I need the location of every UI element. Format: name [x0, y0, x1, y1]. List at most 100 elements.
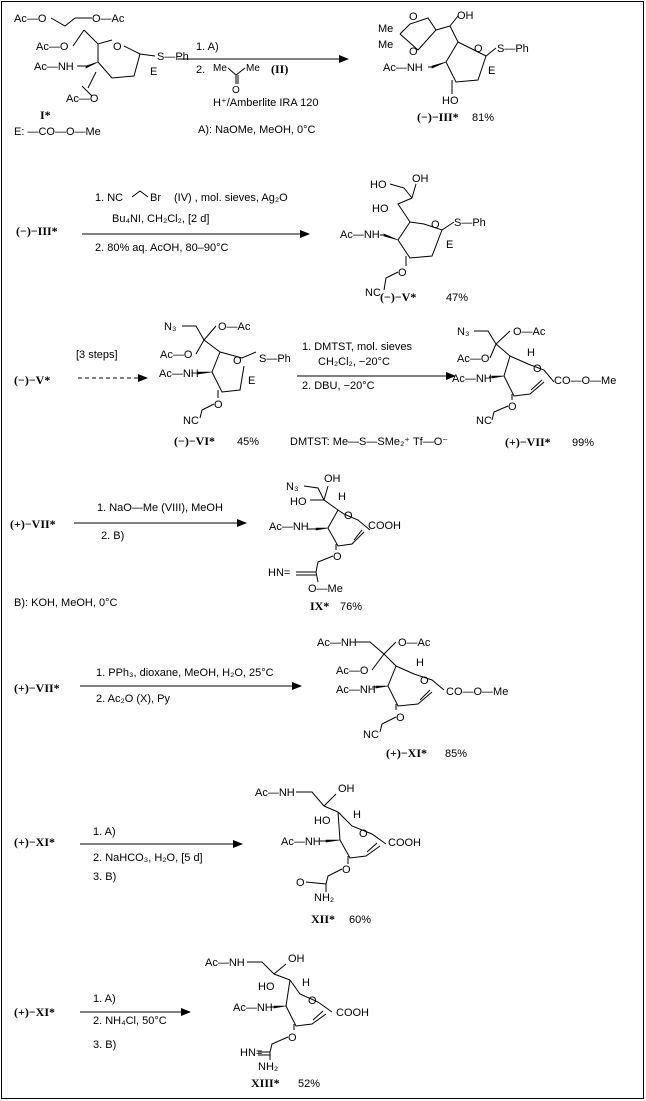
ring-hydrogen: H [353, 809, 361, 821]
condition-line: 3. B) [93, 1039, 116, 1051]
group-label: E [248, 375, 255, 387]
acetone-methyl: Me [213, 63, 227, 74]
compound-label: (+)−VII* [10, 517, 56, 531]
group-label: COOH [336, 1007, 369, 1019]
group-label: Ac—NH [281, 836, 321, 848]
group-label: S—Ph [497, 43, 529, 55]
condition-line: (IV) , mol. sieves, Ag₂O [174, 192, 288, 204]
reaction-2: (−)−III* 1. NC Br (IV) , mol. sieves, Ag… [16, 173, 486, 304]
reaction-4: (+)−VII* 1. NaO—Me (VIII), MeOH 2. B) B)… [10, 473, 401, 613]
compound-label: (−)−III* [16, 224, 58, 238]
group-label: Ac—O [36, 41, 69, 53]
group-label: NC [476, 415, 492, 427]
reagent-definition: DMTST: Me—S—SMe₂⁺ Tf—O⁻ [290, 436, 448, 448]
yield: 85% [445, 748, 467, 760]
compound-XII-structure: Ac—NH OH HO H O COOH Ac—NH O O NH₂ XII* … [255, 783, 421, 926]
group-label: Ac—NH [340, 229, 380, 241]
condition-line: H⁺/Amberlite IRA 120 [213, 97, 318, 109]
group-label: HO [258, 981, 275, 993]
reaction-7: (+)−XI* 1. A) 2. NH₄Cl, 50°C 3. B) Ac—NH… [14, 953, 369, 1090]
compound-XI-structure: Ac—NH O—Ac Ac—O H O CO—O—Me Ac—NH O NC (… [317, 637, 508, 760]
group-label: E [446, 239, 453, 251]
reagent-definition: A): NaOMe, MeOH, 0°C [198, 124, 316, 136]
acetone-methyl: Me [246, 63, 260, 74]
group-label: NH₂ [314, 892, 334, 904]
condition-line: 2. NaHCO₃, H₂O, [5 d] [93, 852, 203, 864]
ring-hydrogen: H [338, 491, 346, 503]
condition-line: [3 steps] [76, 349, 118, 361]
compound-label: I* [40, 108, 51, 122]
group-label: HO [290, 496, 307, 508]
compound-VI-structure: N₃ O—Ac Ac—O O S—Ph E Ac—NH O NC (−)−VI*… [159, 321, 291, 448]
reagent-definition: B): KOH, MeOH, 0°C [14, 597, 117, 609]
group-label: NH₂ [258, 1061, 278, 1073]
group-label: O [396, 712, 405, 724]
reaction-1-conditions: 1. A) 2. Me Me O (II) H⁺/Amberlite IRA 1… [196, 41, 318, 136]
condition-line: Bu₄NI, CH₂Cl₂, [2 d] [112, 213, 209, 225]
compound-label: (+)−VII* [14, 681, 60, 695]
group-label: OH [412, 173, 429, 185]
yield: 47% [446, 292, 468, 304]
condition-line: 2. NH₄Cl, 50°C [93, 1015, 167, 1027]
group-label: NC [365, 287, 381, 299]
condition-line: 1. A) [93, 993, 116, 1005]
group-label: HO [372, 203, 389, 215]
condition-line: Br [150, 192, 161, 204]
group-label: HO [442, 95, 459, 107]
condition-line: 1. A) [93, 826, 116, 838]
group-label: O [296, 877, 305, 889]
compound-label: (+)−XI* [14, 1005, 55, 1019]
group-label: O—Ac [92, 13, 125, 25]
compound-label: (+)−XI* [386, 746, 427, 760]
ring-oxygen: O [113, 41, 122, 53]
acetone-oxygen: O [232, 85, 240, 96]
ring-hydrogen: H [302, 977, 310, 989]
compound-V-structure: HO OH HO O S—Ph E Ac—NH O NC (−)−V* 47% [340, 173, 486, 304]
compound-label: (−)−V* [14, 373, 50, 387]
group-label: E [488, 65, 495, 77]
reagent-label: (II) [271, 62, 288, 76]
group-label: HO [370, 179, 387, 191]
condition-line: 1. DMTST, mol. sieves [302, 341, 413, 353]
yield: 76% [340, 601, 362, 613]
group-label: Ac—NH [269, 521, 309, 533]
group-label: N₃ [164, 321, 176, 333]
condition-line: 1. NC [95, 192, 123, 204]
condition-line: 1. NaO—Me (VIII), MeOH [97, 502, 223, 514]
condition-line: 2. Ac₂O (X), Py [96, 693, 170, 705]
condition-line: 3. B) [93, 871, 116, 883]
condition-line: 1. A) [196, 41, 219, 53]
reaction-2-conditions: 1. NC Br (IV) , mol. sieves, Ag₂O Bu₄NI,… [95, 190, 288, 254]
condition-line: CH₂Cl₂, −20°C [318, 356, 390, 368]
group-label: O—Ac [513, 326, 546, 338]
ring-oxygen: O [308, 995, 317, 1007]
group-label: Ac—NH [205, 957, 245, 969]
reaction-3: (−)−V* [3 steps] N₃ O—Ac Ac—O O S—Ph E A… [14, 321, 616, 449]
ring-oxygen: O [431, 219, 440, 231]
compound-VII-structure: N₃ O—Ac Ac—O H O CO—O—Me Ac—NH O NC (+)−… [452, 326, 616, 449]
group-label: O—Ac [398, 637, 431, 649]
compound-label: (−)−V* [380, 290, 416, 304]
dioxolane-oxygen: O [409, 46, 418, 58]
yield: 99% [572, 437, 594, 449]
compound-label: (+)−VII* [505, 435, 551, 449]
group-label: CO—O—Me [554, 375, 616, 387]
compound-XIII-structure: Ac—NH OH HO H O COOH Ac—NH O HN= NH₂ XII… [205, 953, 369, 1090]
compound-I-structure: Ac—O O—Ac Ac—O O S—Ph E Ac—NH Ac—O I* E:… [14, 13, 189, 138]
compound-label: (−)−III* [417, 110, 459, 124]
group-label: Ac—O [160, 349, 193, 361]
reaction-6: (+)−XI* 1. A) 2. NaHCO₃, H₂O, [5 d] 3. B… [14, 783, 421, 926]
group-label: S—Ph [157, 51, 189, 63]
group-label: Ac—NH [34, 61, 74, 73]
reaction-3-conditions: 1. DMTST, mol. sieves CH₂Cl₂, −20°C 2. D… [290, 341, 448, 448]
group-label: Me [378, 23, 393, 35]
group-label: Ac—O [66, 93, 99, 105]
condition-line: 2. DBU, −20°C [302, 380, 375, 392]
group-label: HO [314, 815, 331, 827]
group-label: O—Ac [218, 321, 251, 333]
group-label: Ac—NH [159, 368, 199, 380]
compound-label: XIII* [251, 1076, 280, 1090]
group-label: O [398, 267, 407, 279]
ring-hydrogen: H [527, 347, 535, 359]
